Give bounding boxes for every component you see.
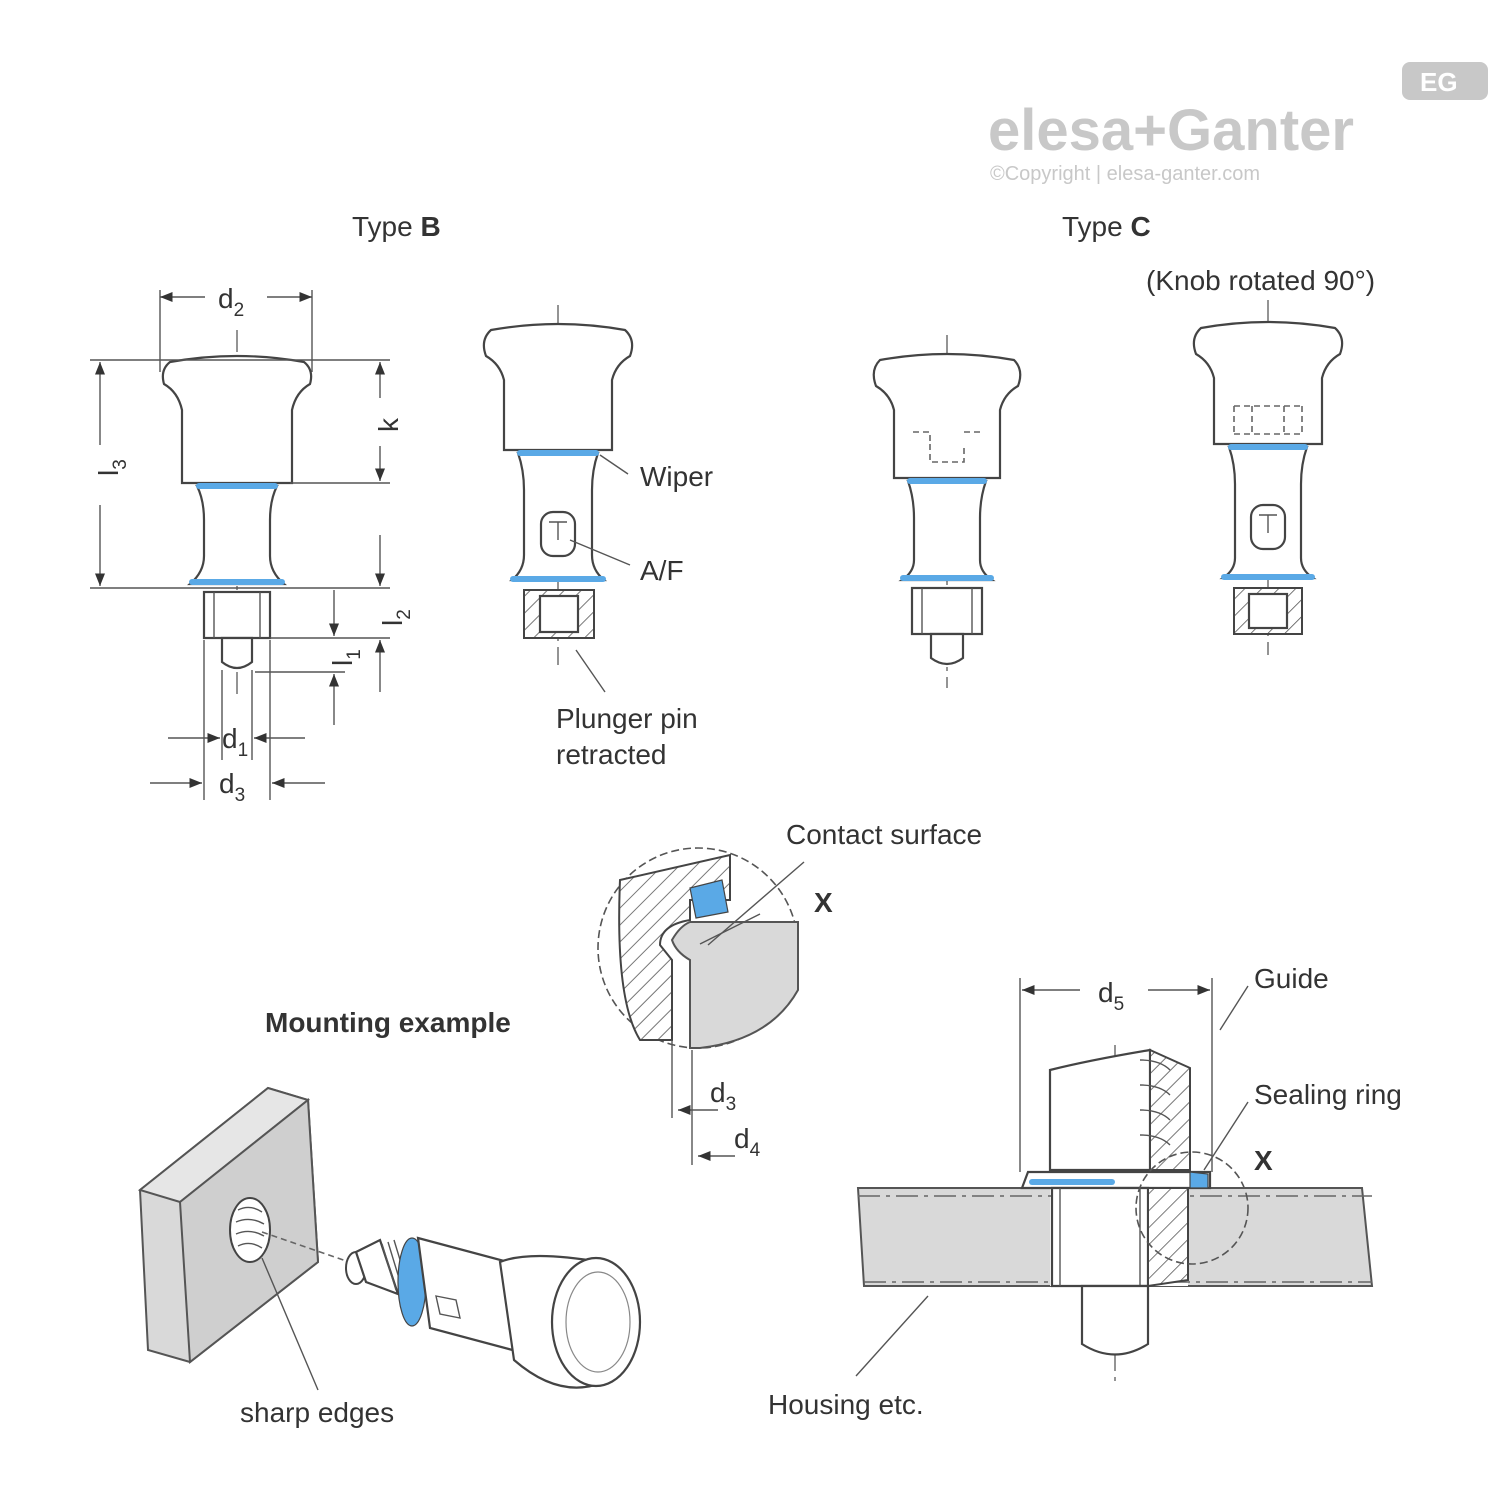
type-c-plunger-view2	[1192, 300, 1344, 655]
dim-d4: d4	[734, 1123, 761, 1161]
callout-sharp-edges: sharp edges	[240, 1397, 394, 1428]
mounting-example-illustration: sharp edges	[137, 1086, 642, 1428]
dim-l1: l1	[327, 649, 365, 666]
logo-copyright-text: ©Copyright | elesa-ganter.com	[990, 163, 1260, 185]
callout-plunger-pin-line2: retracted	[556, 739, 667, 770]
type-b-dimension-lines	[90, 290, 390, 800]
dim-d3: d3	[219, 768, 245, 806]
logo-badge	[1402, 62, 1488, 100]
dim-k: k	[373, 417, 404, 432]
type-b-plunger-retracted	[482, 305, 634, 693]
heading-type-b: Type B	[352, 211, 441, 242]
heading-mounting-example: Mounting example	[265, 1007, 511, 1038]
section-view: d5 Guide Sealing ring X Housing etc.	[768, 963, 1402, 1420]
type-b-plunger-dimensioned	[161, 330, 313, 700]
logo-brand-text: elesa+Ganter	[988, 98, 1354, 163]
heading-knob-note: (Knob rotated 90°)	[1146, 265, 1375, 296]
callout-sealing-ring: Sealing ring	[1254, 1079, 1402, 1110]
callout-guide: Guide	[1254, 963, 1329, 994]
logo-badge-text: EG	[1420, 67, 1458, 97]
callout-x-detail: X	[814, 887, 833, 918]
callout-contact-surface: Contact surface	[786, 819, 982, 850]
dim-d1: d1	[222, 723, 248, 761]
type-b-callouts: Wiper A/F Plunger pin retracted	[556, 454, 713, 770]
callout-x-section: X	[1254, 1145, 1273, 1176]
dim-d3-detail: d3	[710, 1077, 736, 1115]
callout-wiper: Wiper	[640, 461, 713, 492]
logo: elesa+Ganter ©Copyright | elesa-ganter.c…	[988, 62, 1488, 185]
callout-plunger-pin-line1: Plunger pin	[556, 703, 698, 734]
detail-x: Contact surface X d3 d4	[597, 819, 982, 1165]
type-c-plunger-view1	[872, 335, 1022, 688]
dim-d5: d5	[1098, 977, 1124, 1015]
heading-type-c: Type C	[1062, 211, 1151, 242]
callout-af: A/F	[640, 555, 684, 586]
dim-l2: l2	[377, 609, 415, 626]
type-b-dimension-labels: d2 l3 k l2 l1 d1 d3	[93, 283, 415, 806]
dim-d2: d2	[218, 283, 244, 321]
callout-housing: Housing etc.	[768, 1389, 924, 1420]
dim-l3: l3	[93, 459, 131, 476]
